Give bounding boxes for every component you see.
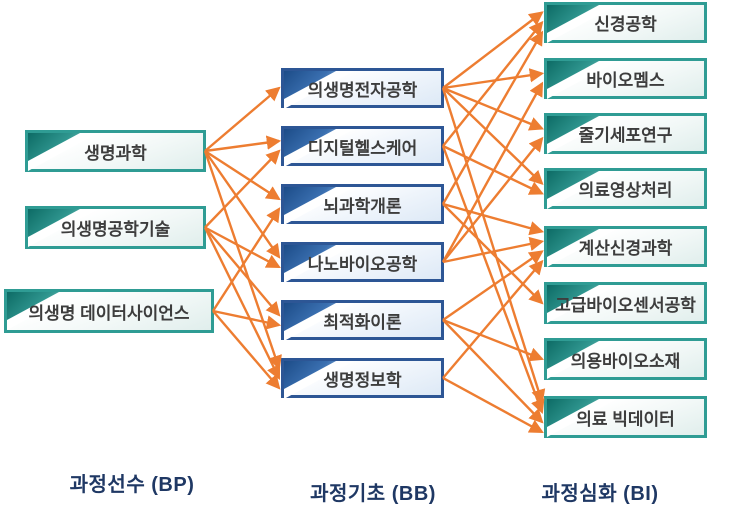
prerequisite-arrow-L1-M4	[204, 150, 281, 259]
prerequisite-arrow-M4-R3	[442, 136, 544, 263]
prerequisite-arrow-M6-R5	[442, 259, 544, 379]
course-box-R8: 의료 빅데이터	[544, 396, 707, 438]
course-box-R5: 계산신경과학	[544, 226, 707, 267]
course-box-R3: 줄기세포연구	[544, 113, 707, 154]
prerequisite-arrow-M1-R2	[442, 68, 545, 90]
prerequisite-arrow-M1-R4	[442, 87, 544, 185]
prerequisite-arrow-L2-M5	[204, 226, 281, 317]
prerequisite-arrow-L2-M6	[203, 226, 281, 380]
course-box-M4: 나노바이오공학	[281, 242, 444, 283]
prerequisite-arrow-M2-R4	[442, 144, 544, 195]
course-label-M5: 최적화이론	[323, 312, 402, 332]
course-label-R8: 의료 빅데이터	[576, 409, 675, 429]
prerequisite-arrow-L1-M2	[204, 135, 282, 153]
prerequisite-arrow-M5-R7	[442, 318, 545, 362]
course-label-M2: 디지털헬스케어	[307, 138, 418, 158]
course-box-L3: 의생명 데이터사이언스	[4, 289, 214, 333]
course-label-M6: 생명정보학	[323, 370, 402, 390]
prerequisite-arrow-M2-R1	[442, 20, 544, 147]
column-label-basic-bb: 과정기초 (BB)	[310, 483, 436, 505]
prerequisite-arrow-L3-M3	[211, 207, 281, 312]
course-box-R1: 신경공학	[544, 2, 707, 43]
prerequisite-arrow-M4-R5	[442, 236, 545, 264]
course-label-R2: 바이오멤스	[586, 71, 665, 90]
course-label-M4: 나노바이오공학	[307, 254, 418, 274]
course-box-M5: 최적화이론	[281, 300, 444, 341]
course-label-R6: 고급바이오센서공학	[555, 295, 696, 315]
course-box-R6: 고급바이오센서공학	[544, 282, 707, 324]
course-box-L1: 생명과학	[25, 130, 206, 172]
course-box-M6: 생명정보학	[281, 358, 444, 399]
prerequisite-arrow-L3-M5	[212, 309, 282, 330]
course-label-M3: 뇌과학개론	[323, 196, 402, 216]
prerequisite-arrow-M4-R2	[441, 81, 544, 263]
prerequisite-arrow-M2-R8	[441, 145, 545, 415]
course-label-L2: 의생명공학기술	[60, 220, 171, 239]
column-label-advanced-bi: 과정심화 (BI)	[541, 483, 659, 505]
course-box-M1: 의생명전자공학	[281, 68, 444, 109]
course-label-L3: 의생명 데이터사이언스	[28, 303, 190, 323]
course-box-R2: 바이오멤스	[544, 58, 707, 99]
course-label-R5: 계산신경과학	[578, 239, 673, 258]
prerequisite-arrow-M5-R8	[442, 319, 544, 424]
course-label-R3: 줄기세포연구	[578, 126, 673, 145]
course-label-M1: 의생명전자공학	[307, 80, 418, 100]
prerequisite-arrow-M1-R3	[442, 86, 544, 131]
column-label-prerequisite-bp: 과정선수 (BP)	[69, 474, 195, 496]
course-label-R4: 의료영상처리	[578, 181, 673, 200]
prerequisite-arrow-L1-M3	[204, 149, 281, 201]
course-label-R7: 의용바이오소재	[570, 351, 681, 371]
prerequisite-arrow-M5-R5	[442, 250, 544, 321]
prerequisite-arrow-M3-R1	[441, 30, 544, 205]
prerequisite-arrow-M3-R6	[442, 203, 544, 305]
course-box-M2: 디지털헬스케어	[281, 126, 444, 167]
prerequisite-arrow-L1-M6	[203, 150, 282, 371]
course-box-M3: 뇌과학개론	[281, 184, 444, 225]
course-box-R4: 의료영상처리	[544, 168, 707, 209]
prerequisite-arrow-M1-R1	[442, 11, 544, 89]
prerequisite-arrow-L2-M4	[204, 226, 281, 269]
course-label-L1: 생명과학	[84, 143, 147, 163]
prerequisite-arrow-M1-R8	[441, 87, 546, 405]
course-box-L2: 의생명공학기술	[25, 206, 206, 249]
course-box-R7: 의용바이오소재	[544, 338, 707, 380]
course-label-R1: 신경공학	[594, 15, 657, 34]
prerequisite-arrow-M6-R8	[442, 376, 544, 434]
prerequisite-arrow-L1-M1	[204, 86, 281, 152]
prerequisite-arrow-L2-M2	[204, 149, 281, 229]
prerequisite-arrow-L3-M6	[212, 310, 281, 390]
prerequisite-arrow-M3-R5	[442, 202, 545, 236]
